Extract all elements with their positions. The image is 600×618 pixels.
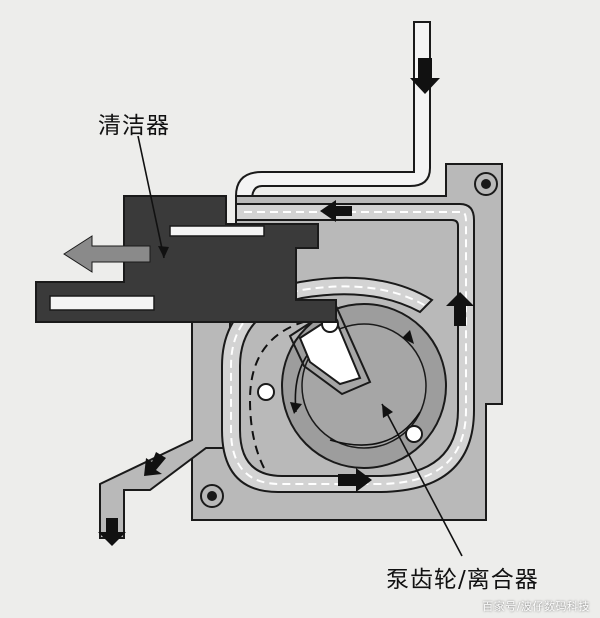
flow-arrow-icon — [338, 468, 372, 492]
outlet-arrow-icon — [63, 235, 151, 273]
cleaner-slot-top — [169, 225, 265, 237]
gear-pin-icon — [257, 383, 275, 401]
flow-arrow-icon — [410, 58, 440, 94]
pump-leader-arrowhead — [382, 404, 393, 418]
mount-hole-icon — [207, 491, 217, 501]
flow-path-dashed — [230, 211, 467, 485]
oil-channel — [221, 203, 475, 493]
gear-rotation-arc-2 — [329, 411, 421, 446]
rotation-arrow-icon — [402, 330, 414, 344]
flow-arrow-icon — [446, 292, 474, 326]
inlet-pipe — [235, 21, 431, 209]
cleaner-slot-bottom — [49, 295, 155, 311]
flow-arrow-icon — [320, 200, 352, 222]
pump-leader-line — [381, 403, 463, 557]
flow-arrow-icon — [98, 518, 126, 546]
rotation-arrow-icon — [290, 402, 302, 414]
pump-gear-clutch-label: 泵齿轮/离合器 — [386, 567, 539, 593]
gear-pin-icon — [405, 425, 423, 443]
cleaner-label: 清洁器 — [98, 113, 170, 139]
cleaner-leader-arrowhead — [158, 246, 169, 258]
cleaner-leader-line — [137, 135, 165, 259]
watermark: 百家号/波仔数码科技 — [482, 600, 590, 613]
flow-arrow-icon — [144, 452, 166, 476]
mount-hole-icon — [481, 179, 491, 189]
